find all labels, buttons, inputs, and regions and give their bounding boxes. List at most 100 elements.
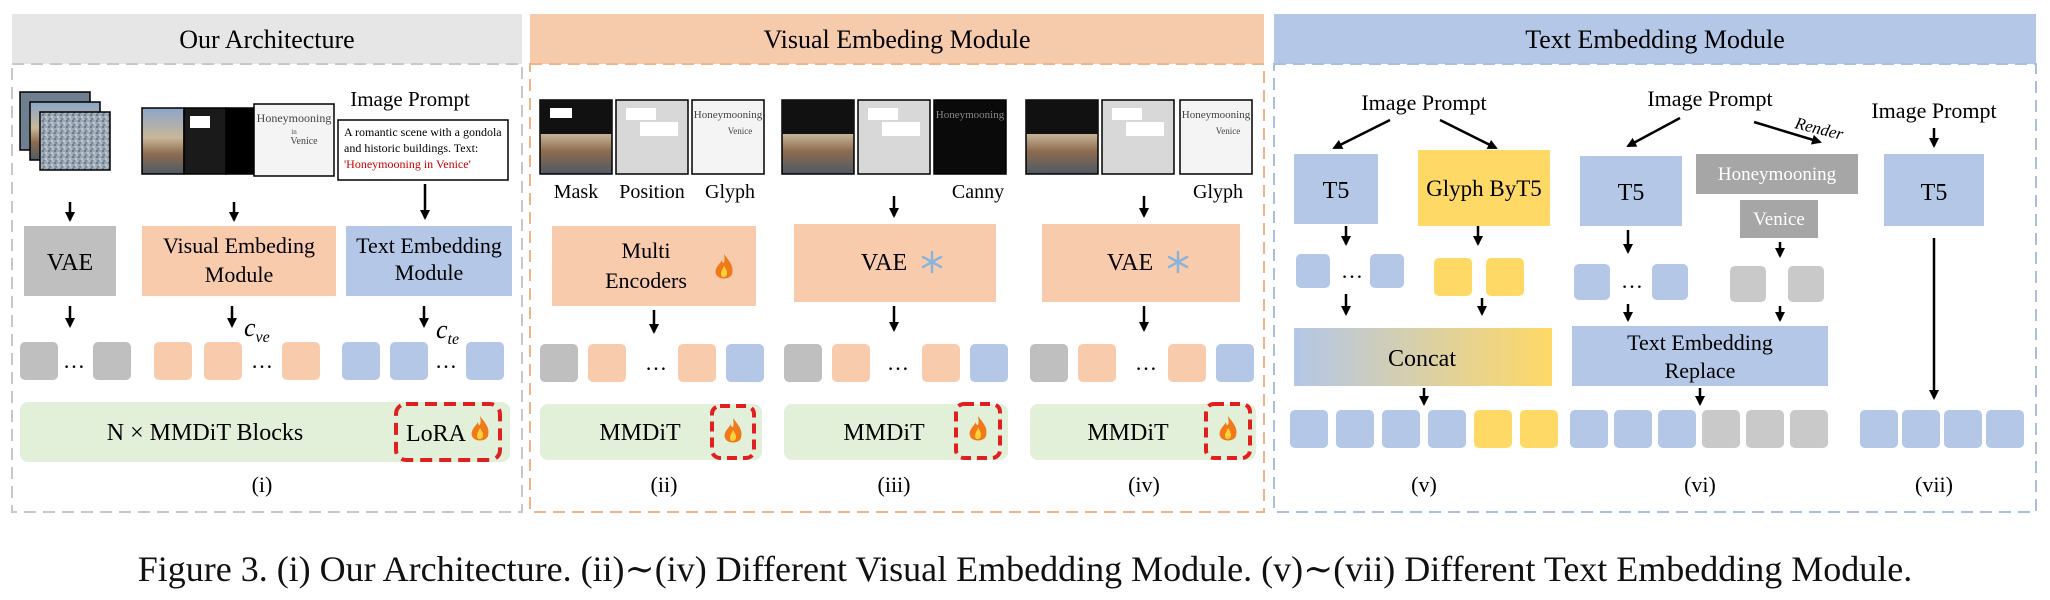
svg-text:Glyph ByT5: Glyph ByT5 (1426, 176, 1542, 201)
iii-label: (iii) (878, 472, 911, 497)
iii-canny-image (933, 99, 1007, 175)
svg-text:Visual Embeding: Visual Embeding (163, 233, 315, 258)
v-image-prompt: Image Prompt (1361, 90, 1486, 115)
panel-text: Text Embedding Module (1273, 14, 2037, 513)
figure-caption: Figure 3. (i) Our Architecture. (ii)∼(iv… (137, 549, 1913, 589)
svg-text:and historic buildings. Text:: and historic buildings. Text: (344, 141, 478, 155)
svg-text:…: … (1135, 350, 1157, 375)
svg-text:VAE: VAE (1107, 250, 1153, 276)
svg-text:Text Embedding: Text Embedding (1627, 330, 1773, 355)
arch-noisy-latent-stack (19, 91, 111, 171)
panel-visual: Visual Embeding Module (529, 14, 1265, 513)
svg-text:Encoders: Encoders (605, 268, 687, 293)
panel-arch-header: Our Architecture (179, 25, 354, 54)
arch-text-module-box (346, 226, 512, 296)
vi-rendered-word-1 (1696, 154, 1858, 194)
svg-text:Venice: Venice (1216, 126, 1241, 136)
panel-arch: Our Architecture (11, 14, 523, 513)
svg-text:A romantic scene with a gondol: A romantic scene with a gondola (344, 125, 502, 139)
arch-mmdit-blocks (20, 402, 510, 462)
svg-text:MMDiT: MMDiT (599, 420, 681, 446)
lora-box (394, 402, 502, 462)
fire-icon (1219, 416, 1237, 441)
panel-visual-border (529, 63, 1265, 513)
svg-text:MMDiT: MMDiT (1087, 420, 1169, 446)
svg-text:Text Embedding: Text Embedding (356, 233, 502, 258)
arch-image-prompt-label: Image Prompt (350, 87, 470, 111)
svg-text:N × MMDiT Blocks: N × MMDiT Blocks (107, 420, 303, 446)
svg-text:Venice: Venice (290, 136, 318, 147)
arch-vae-box (24, 226, 116, 296)
panel-visual-header: Visual Embeding Module (763, 25, 1030, 54)
svg-text:MMDiT: MMDiT (843, 420, 925, 446)
iii-token-row: … (784, 344, 1008, 382)
c-ve-label: cve (244, 313, 270, 346)
svg-text:Replace: Replace (1665, 358, 1736, 383)
vii-output-tokens (1860, 410, 2024, 448)
lora-label: LoRA (406, 421, 467, 447)
iv-input-images: Honeymooning Venice (1025, 99, 1253, 175)
panel-visual-header-bg (530, 14, 1264, 64)
vi-t5-box (1580, 156, 1682, 226)
ii-mmdit (540, 404, 762, 460)
fire-icon (471, 416, 489, 441)
vi-token-group: … (1574, 264, 1824, 302)
arch-visual-module-box (142, 226, 336, 296)
iii-vae-box (794, 224, 996, 302)
ii-mask-label: Mask (554, 181, 598, 203)
svg-text:Venice: Venice (1753, 209, 1805, 230)
svg-text:Honeymooning: Honeymooning (1182, 109, 1251, 121)
v-t5-box (1294, 154, 1378, 224)
vi-output-tokens (1570, 410, 1828, 448)
ii-lora-box (710, 404, 756, 460)
ii-input-images: Honeymooning Venice (539, 99, 765, 175)
arch-panel-label: (i) (252, 472, 273, 497)
arch-condition-images: Honeymooning in Venice (141, 103, 335, 177)
svg-text:…: … (435, 348, 457, 373)
thumb-photo (141, 107, 185, 175)
svg-text:VAE: VAE (47, 250, 93, 276)
svg-text:T5: T5 (1618, 180, 1645, 206)
iv-lora-box (1204, 402, 1252, 460)
svg-text:…: … (251, 348, 273, 373)
v-token-group: … (1296, 254, 1524, 296)
ii-glyph-image (691, 99, 765, 175)
svg-text:…: … (1621, 268, 1643, 293)
svg-text:VAE: VAE (861, 250, 907, 276)
svg-text:Concat: Concat (1388, 346, 1456, 372)
iv-vae-box (1042, 224, 1240, 302)
v-label: (v) (1411, 472, 1437, 497)
arch-token-row: … … … (20, 342, 504, 380)
svg-text:Honeymooning: Honeymooning (257, 111, 332, 125)
svg-text:…: … (887, 350, 909, 375)
vii-image-prompt: Image Prompt (1871, 98, 1996, 123)
iv-glyph-label: Glyph (1193, 181, 1243, 203)
ii-glyph-label: Glyph (705, 181, 755, 203)
vi-text-embedding-replace (1572, 326, 1828, 386)
ii-position-label: Position (619, 181, 685, 203)
svg-text:T5: T5 (1323, 178, 1350, 204)
panel-text-border (1273, 63, 2037, 513)
vi-label: (vi) (1684, 472, 1716, 497)
snowflake-icon (921, 250, 943, 274)
arch-prompt-box: A romantic scene with a gondola and hist… (337, 119, 509, 181)
panel-text-header-bg (1274, 14, 2036, 64)
fire-icon (724, 418, 742, 443)
vi-image-prompt: Image Prompt (1647, 86, 1772, 111)
ii-token-row: … (540, 344, 764, 382)
panel-text-header: Text Embedding Module (1525, 25, 1785, 54)
v-concat-box (1294, 328, 1552, 386)
svg-text:Multi: Multi (622, 238, 671, 263)
svg-text:T5: T5 (1921, 180, 1948, 206)
svg-text:Honeymooning: Honeymooning (936, 109, 1005, 121)
iv-label: (iv) (1128, 472, 1160, 497)
svg-text:Module: Module (395, 260, 463, 285)
svg-text:Honeymooning: Honeymooning (694, 109, 763, 121)
iv-token-row: … (1030, 344, 1254, 382)
panel-arch-border (11, 63, 523, 513)
vii-label: (vii) (1915, 472, 1953, 497)
svg-text:Module: Module (205, 262, 273, 287)
fire-icon (715, 254, 733, 279)
fire-icon (969, 416, 987, 441)
